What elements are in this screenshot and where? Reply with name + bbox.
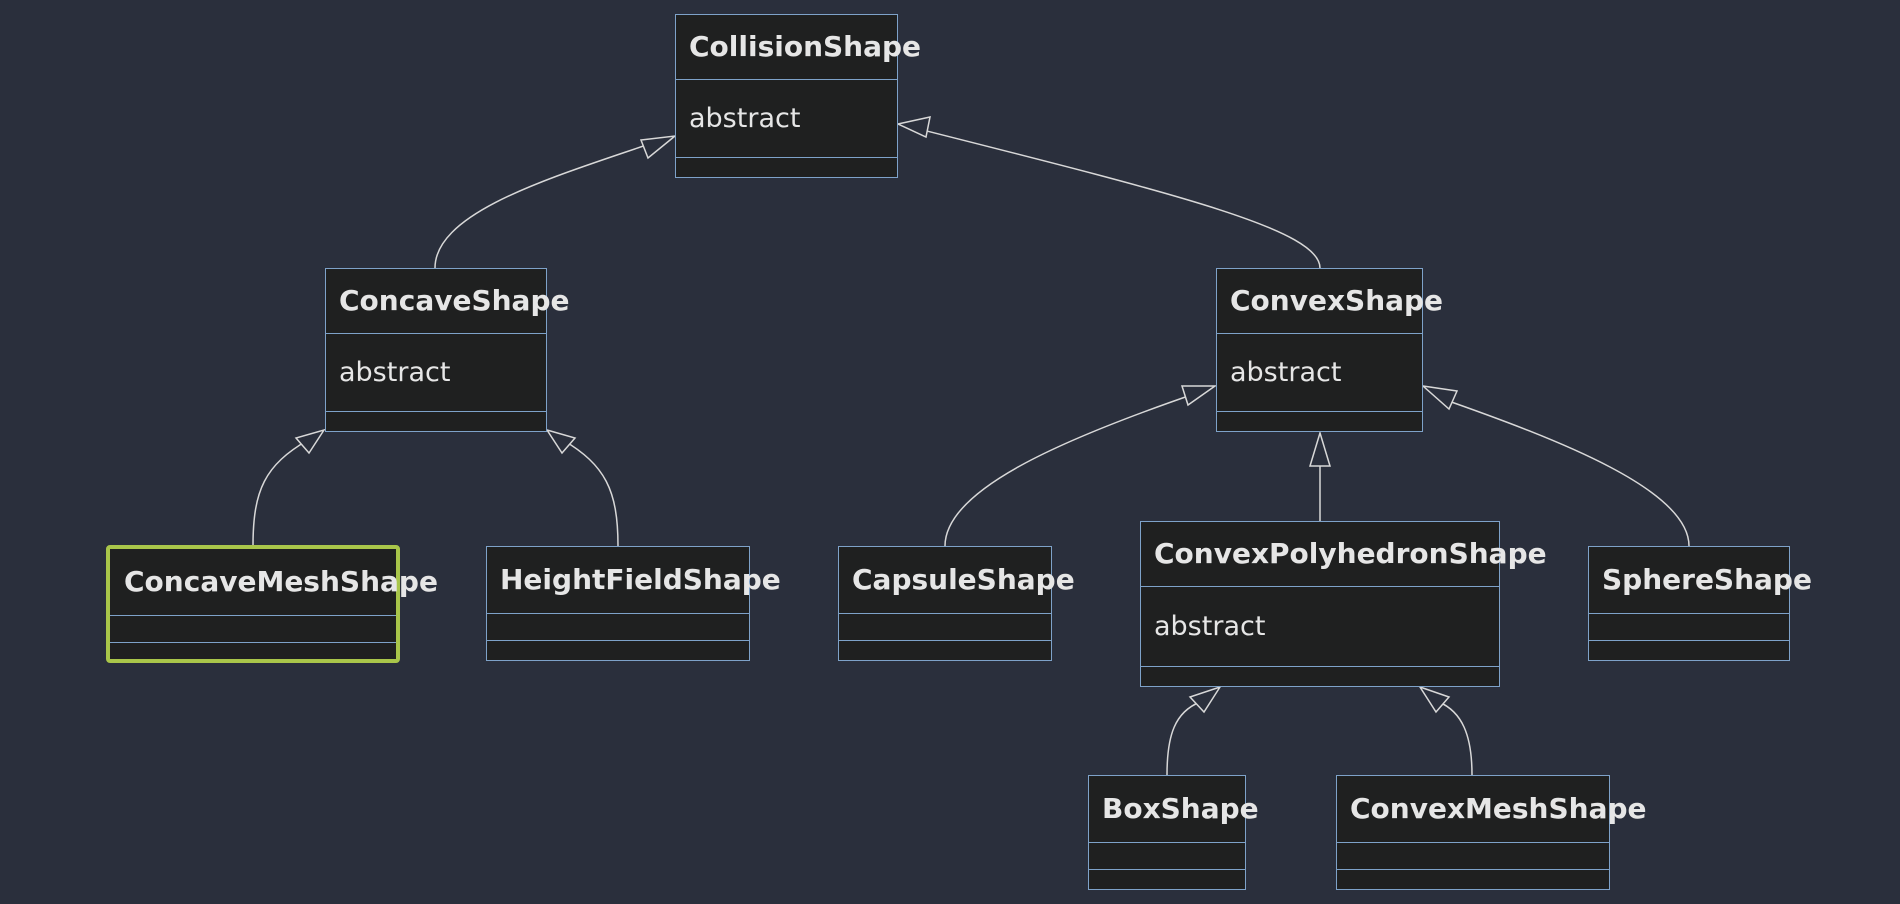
class-name: HeightFieldShape xyxy=(500,563,781,596)
class-attribute: abstract xyxy=(676,79,897,157)
attributes-divider xyxy=(110,615,396,616)
class-concave-shape[interactable]: ConcaveShape abstract xyxy=(325,268,570,432)
edge-concave-shape-to-collision-shape xyxy=(434,134,678,269)
methods-divider xyxy=(1589,640,1789,641)
class-name: CollisionShape xyxy=(689,30,922,63)
attributes-divider xyxy=(839,613,1051,614)
class-attribute: abstract xyxy=(1217,333,1422,411)
attributes-divider xyxy=(1089,842,1245,843)
class-name: ConvexPolyhedronShape xyxy=(1154,537,1547,570)
class-attribute: abstract xyxy=(326,333,546,411)
methods-divider xyxy=(839,640,1051,641)
class-name: ConcaveMeshShape xyxy=(124,565,438,598)
edge-convex-polyhedron-shape-to-convex-shape xyxy=(1308,430,1332,521)
class-convex-mesh-shape[interactable]: ConvexMeshShape xyxy=(1336,775,1647,890)
class-collision-shape[interactable]: CollisionShape abstract xyxy=(675,14,922,178)
class-height-field-shape[interactable]: HeightFieldShape xyxy=(486,546,781,661)
methods-divider xyxy=(676,157,897,158)
class-name: ConvexShape xyxy=(1230,284,1444,317)
methods-divider xyxy=(1337,869,1609,870)
class-name: SphereShape xyxy=(1602,563,1812,596)
class-name: CapsuleShape xyxy=(852,563,1075,596)
class-convex-polyhedron-shape[interactable]: ConvexPolyhedronShape abstract xyxy=(1140,521,1547,687)
edge-convex-mesh-shape-to-convex-polyhedron-shape xyxy=(1418,685,1473,776)
edge-convex-shape-to-collision-shape xyxy=(895,116,1321,269)
edge-height-field-shape-to-concave-shape xyxy=(545,428,619,547)
attributes-divider xyxy=(1337,842,1609,843)
attributes-divider xyxy=(1589,613,1789,614)
class-name: ConvexMeshShape xyxy=(1350,792,1647,825)
attributes-divider xyxy=(487,613,749,614)
class-attribute: abstract xyxy=(1141,586,1499,666)
methods-divider xyxy=(1141,666,1499,667)
methods-divider xyxy=(326,411,546,412)
edge-box-shape-to-convex-polyhedron-shape xyxy=(1166,685,1222,776)
class-convex-shape[interactable]: ConvexShape abstract xyxy=(1216,268,1444,432)
class-box-shape[interactable]: BoxShape xyxy=(1088,775,1259,890)
edge-concave-mesh-shape-to-concave-shape xyxy=(252,428,326,547)
class-name: BoxShape xyxy=(1102,792,1259,825)
methods-divider xyxy=(1217,411,1422,412)
class-name: ConcaveShape xyxy=(339,284,570,317)
class-capsule-shape[interactable]: CapsuleShape xyxy=(838,546,1075,661)
methods-divider xyxy=(487,640,749,641)
class-sphere-shape[interactable]: SphereShape xyxy=(1588,546,1812,661)
methods-divider xyxy=(1089,869,1245,870)
class-concave-mesh-shape[interactable]: ConcaveMeshShape xyxy=(106,545,438,663)
methods-divider xyxy=(110,642,396,643)
